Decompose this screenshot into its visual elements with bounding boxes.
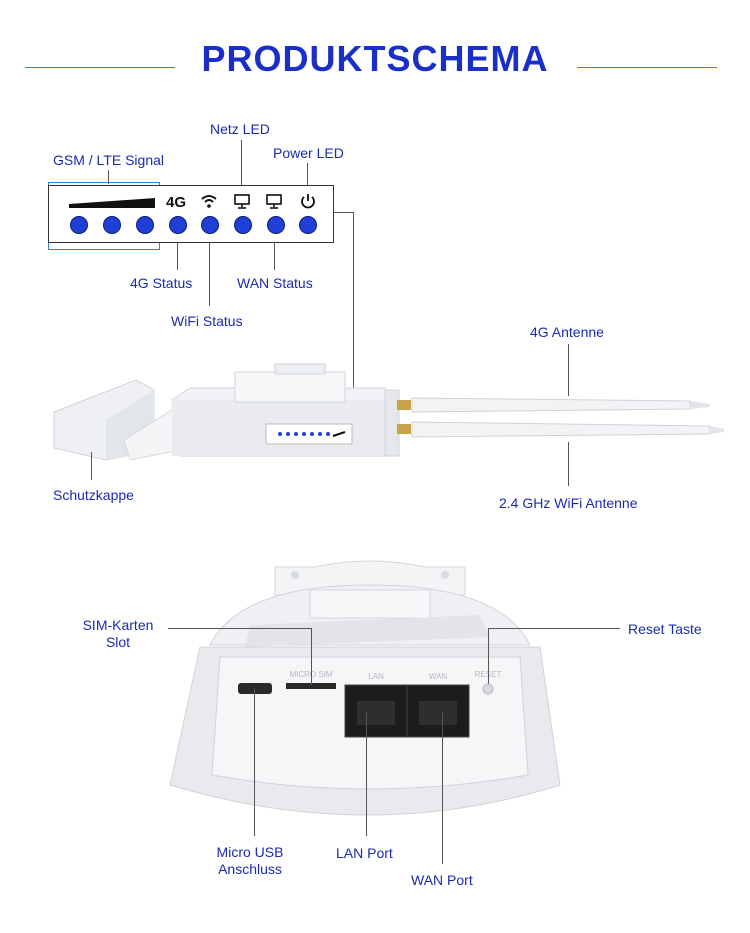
label-4g-status: 4G Status	[130, 275, 193, 291]
label-lan-port: LAN Port	[336, 845, 393, 861]
print-wan: WAN	[429, 672, 448, 681]
leader-wan-port	[442, 712, 443, 864]
leader-4g	[177, 242, 178, 270]
label-gsm-lte: GSM / LTE Signal	[53, 152, 165, 168]
led-wifi	[201, 216, 219, 234]
router-side-illustration	[53, 363, 724, 461]
title-rule-right	[577, 67, 717, 68]
wan-monitor-icon	[266, 194, 282, 209]
leader-schutzkappe	[91, 452, 92, 480]
wifi-icon	[201, 195, 217, 208]
signal-strength-icon	[69, 198, 155, 208]
power-icon	[301, 194, 315, 209]
leader-4g-antenne	[568, 344, 569, 396]
leader-lan	[366, 712, 367, 836]
network-monitor-icon	[234, 194, 250, 209]
label-4g-antenne: 4G Antenne	[530, 324, 604, 340]
label-wan-port: WAN Port	[411, 872, 473, 888]
label-micro-usb-1: Micro USB	[216, 844, 284, 860]
leader-panel-v	[353, 212, 354, 434]
title-rule-left	[25, 67, 175, 68]
leader-wifi-antenne	[568, 442, 569, 486]
label-sim-slot-2: Slot	[105, 634, 131, 650]
leader-power	[307, 163, 308, 185]
leader-panel-h	[333, 212, 353, 213]
leader-reset-h	[488, 628, 620, 629]
led-panel: 4G	[48, 185, 334, 243]
label-wifi-antenne: 2.4 GHz WiFi Antenne	[499, 495, 638, 511]
led-wan	[267, 216, 285, 234]
label-reset: Reset Taste	[628, 621, 702, 637]
label-wan-status: WAN Status	[237, 275, 313, 291]
leader-sim-v	[311, 628, 312, 685]
leader-gsm	[108, 170, 109, 184]
print-lan: LAN	[368, 672, 384, 681]
leader-wan	[274, 242, 275, 270]
leader-sim-h	[168, 628, 311, 629]
label-sim-slot-1: SIM-Karten	[82, 617, 154, 633]
leader-netz	[241, 140, 242, 185]
net-4g-icon: 4G	[166, 194, 187, 211]
led-signal-2	[103, 216, 121, 234]
leader-wifi	[209, 242, 210, 306]
label-schutzkappe: Schutzkappe	[53, 487, 134, 503]
leader-usb	[254, 688, 255, 836]
led-4g	[169, 216, 187, 234]
label-power-led: Power LED	[273, 145, 344, 161]
router-bottom-illustration: MICRO SIM LAN WAN RESET	[169, 560, 561, 816]
page-title: PRODUKTSCHEMA	[201, 38, 549, 79]
label-netz-led: Netz LED	[210, 121, 270, 137]
led-power	[299, 216, 317, 234]
led-signal-3	[136, 216, 154, 234]
label-wifi-status: WiFi Status	[171, 313, 243, 329]
label-micro-usb-2: Anschluss	[218, 861, 282, 877]
leader-reset-v	[488, 628, 489, 684]
led-signal-1	[70, 216, 88, 234]
led-netz	[234, 216, 252, 234]
